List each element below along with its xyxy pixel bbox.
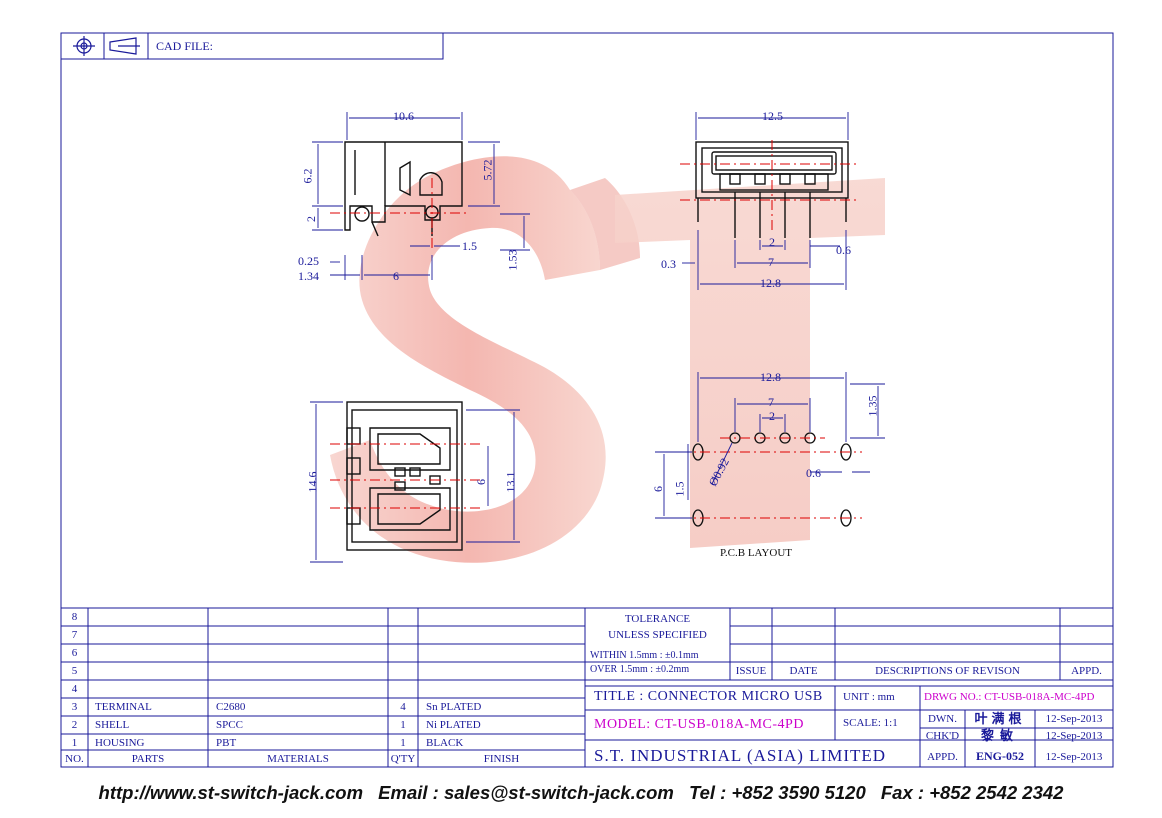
dim-front-pin-thick: 0.6 bbox=[836, 243, 851, 257]
dim-side-thick-b: 1.34 bbox=[298, 269, 319, 283]
bom-header-parts: PARTS bbox=[131, 753, 165, 765]
watermark-s-shape bbox=[330, 156, 606, 563]
dim-pcb-width: 12.8 bbox=[760, 370, 781, 384]
pcb-center-lines bbox=[680, 437, 862, 519]
chkd-name: 黎敏 bbox=[980, 728, 1019, 743]
bom-rownum: 1 bbox=[71, 737, 78, 749]
bom-header-qty: Q'TY bbox=[390, 753, 416, 765]
bom-finish: BLACK bbox=[426, 737, 464, 749]
drawing-number: DRWG NO.: CT-USB-018A-MC-4PD bbox=[924, 691, 1095, 703]
revision-appd: APPD. bbox=[1071, 665, 1102, 677]
bom-material: SPCC bbox=[216, 719, 243, 731]
dim-pcb-pitch: 2 bbox=[769, 409, 775, 423]
side-view-dims bbox=[312, 112, 530, 280]
chkd-date: 12-Sep-2013 bbox=[1045, 730, 1103, 742]
dim-side-height: 6.2 bbox=[300, 168, 315, 184]
tolerance-within: WITHIN 1.5mm : ±0.1mm bbox=[590, 650, 699, 661]
dwn-label: DWN. bbox=[927, 713, 958, 725]
email-text[interactable]: Email : sales@st-switch-jack.com bbox=[378, 782, 674, 803]
bom-material: PBT bbox=[216, 737, 237, 749]
dim-bottom-inner: 13.1 bbox=[503, 471, 518, 493]
bom-material: C2680 bbox=[216, 701, 246, 713]
tolerance-over: OVER 1.5mm : ±0.2mm bbox=[590, 664, 690, 675]
appd-date: 12-Sep-2013 bbox=[1045, 751, 1103, 763]
dim-side-offset: 1.53 bbox=[505, 249, 520, 271]
projection-symbol-icon bbox=[73, 36, 140, 56]
dwn-name: 叶满根 bbox=[974, 711, 1026, 726]
revision-issue: ISSUE bbox=[735, 665, 767, 677]
tolerance-title: TOLERANCE bbox=[624, 613, 691, 625]
dim-pcb-row-small: 1.5 bbox=[672, 481, 687, 497]
front-view-hidden-lines bbox=[680, 140, 860, 230]
watermark-st-logo bbox=[330, 156, 885, 563]
dim-pcb-span: 7 bbox=[768, 395, 774, 409]
drawing-title: TITLE : CONNECTOR MICRO USB bbox=[594, 689, 823, 704]
cad-header-box bbox=[60, 32, 444, 60]
watermark-t-shape bbox=[615, 178, 885, 548]
bom-header-materials: MATERIALS bbox=[267, 753, 329, 765]
drawing-model: MODEL: CT-USB-018A-MC-4PD bbox=[594, 717, 804, 732]
side-view-hidden-lines bbox=[330, 178, 470, 250]
bom-finish: Ni PLATED bbox=[426, 719, 481, 731]
dim-front-edge: 0.3 bbox=[661, 257, 676, 271]
dim-pcb-slot: 0.6 bbox=[806, 466, 821, 480]
dim-side-thick-a: 0.25 bbox=[298, 254, 319, 268]
dim-front-span: 7 bbox=[768, 255, 774, 269]
cad-file-label: CAD FILE: bbox=[156, 39, 213, 53]
company-name: S.T. INDUSTRIAL (ASIA) LIMITED bbox=[594, 746, 887, 765]
dim-side-pin: 2 bbox=[304, 216, 318, 222]
bom-rownum: 7 bbox=[71, 629, 78, 641]
dim-front-width-bottom: 12.8 bbox=[760, 276, 781, 290]
bom-part: HOUSING bbox=[95, 737, 145, 749]
dim-pcb-offset: 1.35 bbox=[865, 395, 880, 417]
bom-part: TERMINAL bbox=[95, 701, 152, 713]
bottom-view-hidden-lines bbox=[330, 443, 480, 509]
fax-text: Fax : +852 2542 2342 bbox=[880, 782, 1064, 803]
bom-header-finish: FINISH bbox=[483, 753, 520, 765]
contact-footer: http://www.st-switch-jack.com Email : sa… bbox=[0, 782, 1162, 804]
dwn-date: 12-Sep-2013 bbox=[1045, 713, 1103, 725]
dim-side-pitch: 1.5 bbox=[462, 239, 477, 253]
dim-front-width: 12.5 bbox=[762, 109, 783, 123]
bom-part: SHELL bbox=[95, 719, 130, 731]
dim-side-height-right: 5.72 bbox=[480, 159, 495, 181]
dim-pcb-row: 6 bbox=[651, 486, 665, 492]
drawing-scale: SCALE: 1:1 bbox=[843, 717, 898, 729]
dim-front-pitch: 2 bbox=[769, 235, 775, 249]
pcb-layout-label: P.C.B LAYOUT bbox=[720, 547, 793, 559]
bottom-view bbox=[346, 401, 463, 551]
title-block-grid bbox=[61, 607, 1113, 767]
front-view-dims bbox=[682, 112, 849, 290]
appd-name: ENG-052 bbox=[976, 749, 1024, 763]
appd-label: APPD. bbox=[927, 751, 958, 763]
bom-rownum: 6 bbox=[71, 647, 78, 659]
bom-qty: 4 bbox=[400, 701, 406, 713]
chkd-label: CHK'D bbox=[925, 730, 960, 742]
dim-bottom-slot: 6 bbox=[474, 479, 488, 485]
bom-rownum: 2 bbox=[71, 719, 78, 731]
bom-rownum: 3 bbox=[71, 701, 78, 713]
bom-rownum: 5 bbox=[71, 665, 78, 677]
sheet-border bbox=[60, 32, 1114, 768]
drawing-unit: UNIT : mm bbox=[843, 691, 895, 703]
bom-qty: 1 bbox=[400, 737, 406, 749]
bom-rownum: 4 bbox=[71, 683, 78, 695]
bottom-view-dims bbox=[310, 401, 520, 563]
tel-text: Tel : +852 3590 5120 bbox=[688, 782, 866, 803]
bom-qty: 1 bbox=[400, 719, 406, 731]
tolerance-subtitle: UNLESS SPECIFIED bbox=[608, 629, 707, 641]
website-link[interactable]: http://www.st-switch-jack.com bbox=[98, 782, 364, 803]
dim-side-pin-dist: 6 bbox=[393, 269, 399, 283]
bom-rownum: 8 bbox=[71, 611, 78, 623]
pcb-dims bbox=[655, 372, 885, 519]
revision-descriptions: DESCRIPTIONS OF REVISON bbox=[875, 665, 1020, 677]
bom-header-no: NO. bbox=[65, 753, 84, 765]
bom-finish: Sn PLATED bbox=[426, 701, 482, 713]
dim-side-width: 10.6 bbox=[393, 109, 414, 123]
dim-bottom-length: 14.6 bbox=[305, 471, 320, 493]
revision-date: DATE bbox=[789, 665, 818, 677]
